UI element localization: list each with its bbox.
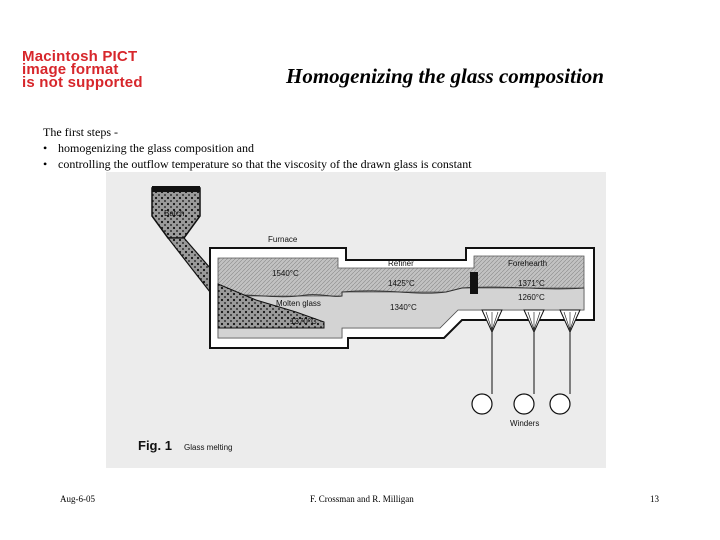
- molten-glass-label: Molten glass: [276, 299, 321, 308]
- temp-refiner-top: 1425°C: [388, 279, 415, 288]
- unsupported-image-placeholder: Macintosh PICT image format is not suppo…: [22, 48, 172, 91]
- temp-forehearth-bottom: 1260°C: [518, 293, 545, 302]
- furnace-label: Furnace: [268, 235, 298, 244]
- temp-furnace-top: 1540°C: [272, 269, 299, 278]
- glass-surface-line: [217, 286, 585, 298]
- batch-label: Batch: [164, 209, 184, 218]
- bullet-item: • homogenizing the glass composition and: [43, 140, 472, 156]
- page-number: 13: [650, 494, 659, 504]
- winder: [549, 393, 571, 415]
- refiner-label: Refiner: [388, 259, 414, 268]
- figure-caption-number: Fig. 1: [138, 438, 172, 453]
- slide-title: Homogenizing the glass composition: [286, 64, 604, 88]
- winders-label: Winders: [510, 419, 539, 428]
- temp-refiner-bottom: 1340°C: [390, 303, 417, 312]
- hopper-rim: [152, 186, 200, 192]
- fiber-strands: [527, 311, 541, 331]
- figure-caption-text: Glass melting: [184, 443, 232, 452]
- fiber-strands: [563, 311, 577, 331]
- temp-forehearth-top: 1371°C: [518, 279, 545, 288]
- fiber-strands: [485, 311, 499, 331]
- placeholder-line-3: is not supported: [22, 74, 143, 91]
- winder: [513, 393, 535, 415]
- winder: [471, 393, 493, 415]
- placeholder-line-1: Macintosh PICT: [22, 48, 138, 65]
- intro-text: The first steps -: [43, 125, 118, 139]
- bullet-text: controlling the outflow temperature so t…: [58, 157, 472, 171]
- placeholder-line-2: image format: [22, 61, 119, 78]
- bullet-item: • controlling the outflow temperature so …: [43, 156, 472, 172]
- forehearth-label: Forehearth: [508, 259, 547, 268]
- footer-date: Aug-6-05: [60, 494, 95, 504]
- glass-melting-figure: Batch Furnace Refiner Forehearth Molten …: [106, 172, 606, 468]
- bullet-marker: •: [43, 157, 48, 171]
- footer-author: F. Crossman and R. Milligan: [310, 494, 414, 504]
- bullet-marker: •: [43, 141, 48, 155]
- bullet-text: homogenizing the glass composition and: [58, 141, 254, 155]
- body-text: The first steps - • homogenizing the glas…: [43, 124, 472, 172]
- bushing-assembly: [471, 309, 581, 415]
- batch-pile: [217, 283, 325, 329]
- skimmer-block: [470, 272, 478, 294]
- temp-furnace-bottom: 1370°C: [290, 317, 317, 326]
